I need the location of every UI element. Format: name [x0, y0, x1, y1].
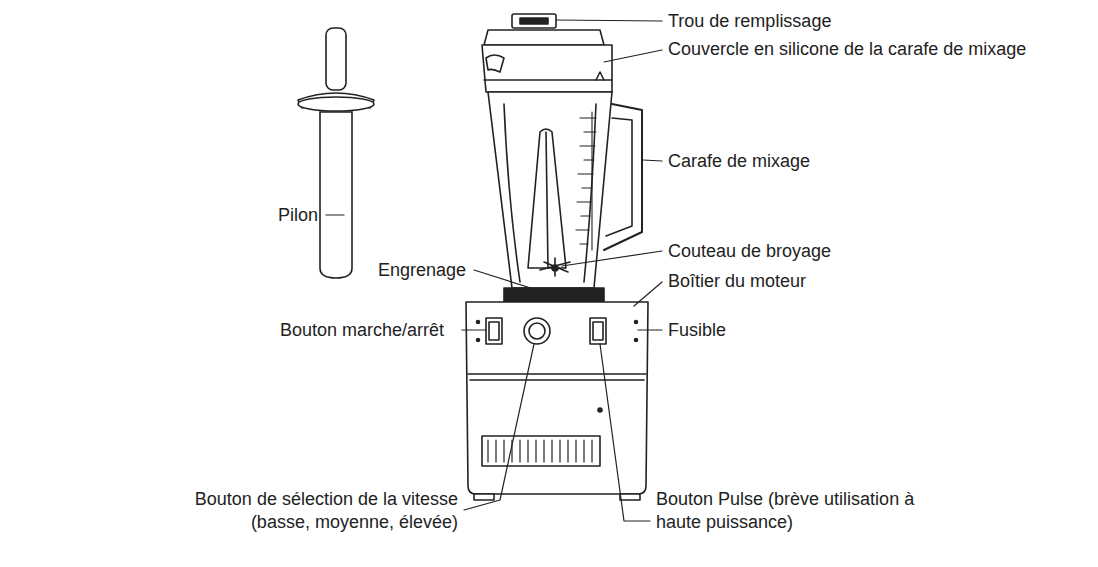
part-label: Bouton Pulse (brève utilisation à haute …: [656, 488, 946, 534]
part-label: Bouton de sélection de la vitesse (basse…: [148, 488, 458, 534]
tamper-drawing: [298, 28, 374, 278]
lid-drawing: [482, 14, 612, 92]
part-label: Boîtier du moteur: [668, 270, 806, 293]
part-label: Couvercle en silicone de la carafe de mi…: [668, 38, 1048, 61]
part-label: Carafe de mixage: [668, 150, 810, 173]
part-label: Bouton marche/arrêt: [280, 319, 444, 342]
part-label: Couteau de broyage: [668, 240, 831, 263]
part-label: Pilon: [278, 204, 318, 227]
part-label: Engrenage: [378, 259, 466, 282]
motor-base-drawing: [466, 302, 648, 500]
jar-drawing: [488, 92, 642, 302]
part-label: Fusible: [668, 319, 726, 342]
part-label: Trou de remplissage: [668, 10, 831, 33]
leader-lines: [326, 20, 662, 521]
